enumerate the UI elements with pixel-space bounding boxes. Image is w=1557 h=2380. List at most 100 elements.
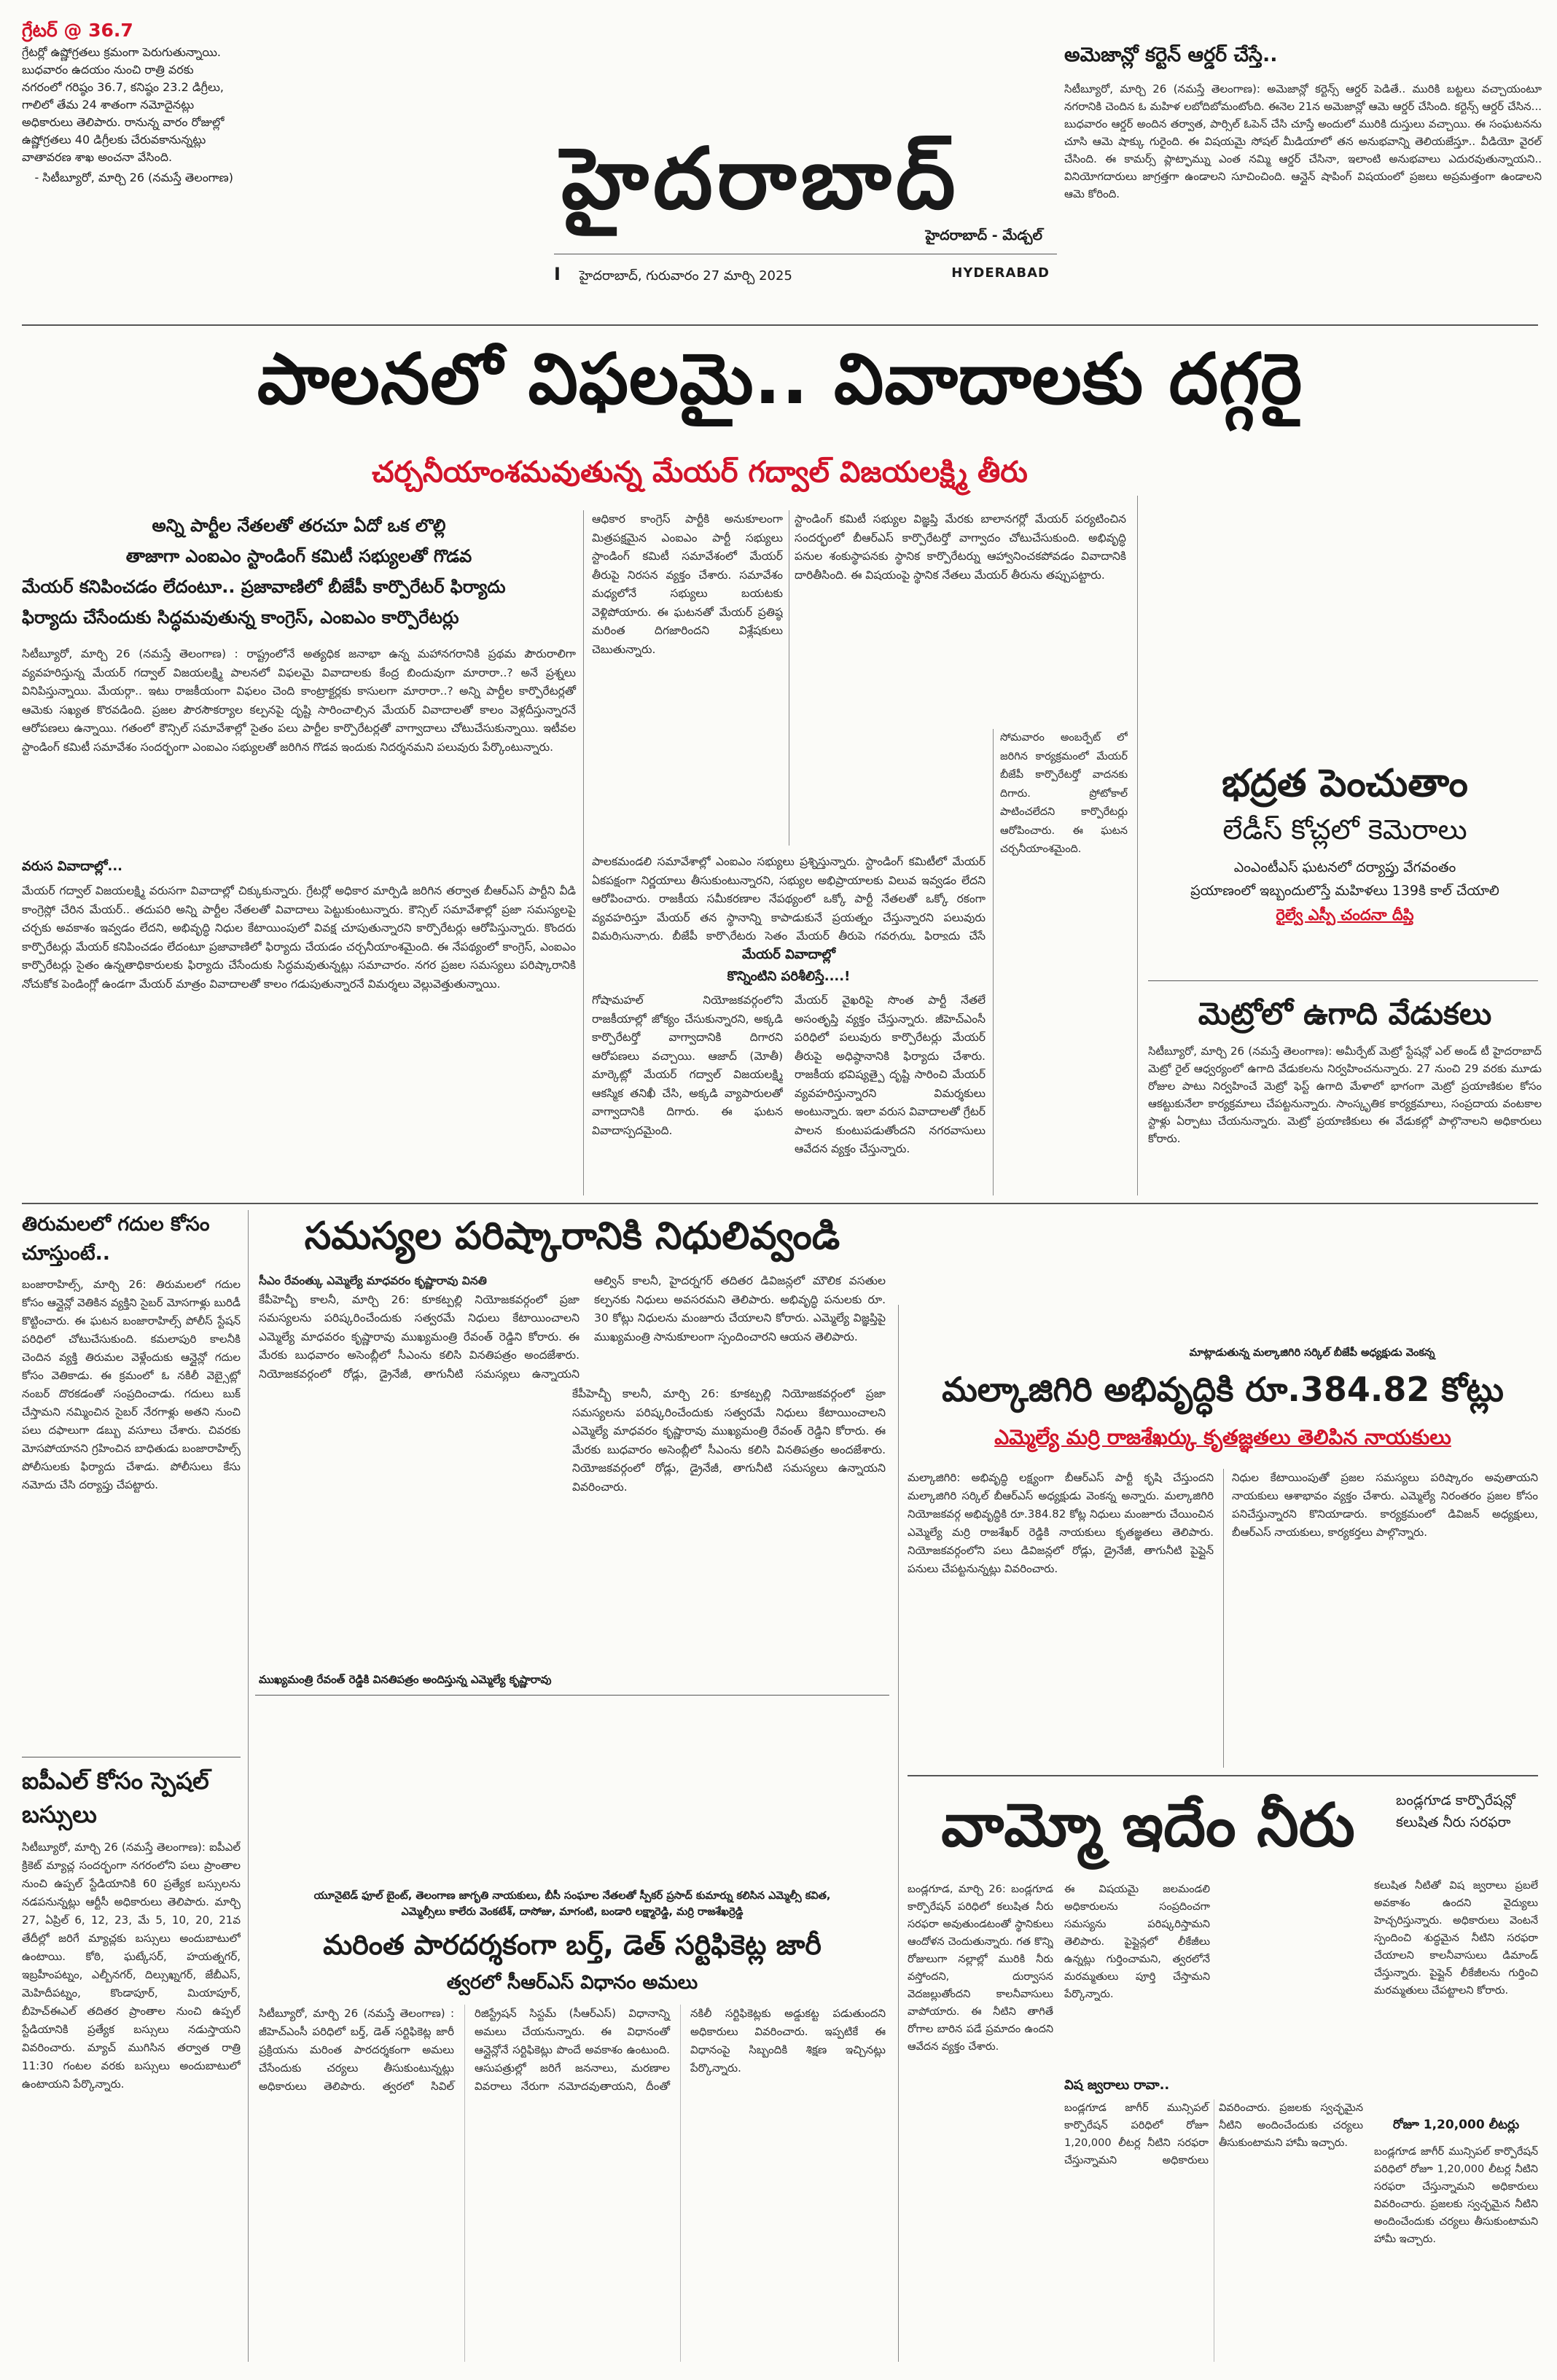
col-rule-3 [993,729,994,1195]
lead-body-6-text: స్టాండింగ్ కమిటీ సభ్యుల విజ్ఞప్తి మేరకు … [795,512,1126,582]
top-divider [22,324,1538,326]
bhadrata-subhead: లేడీస్ కోచ్లలో కెమెరాలు [1222,814,1467,846]
lead-body-3-text: పాలకమండలి సమావేశాల్లో ఎంఐఎం సభ్యులు ప్రశ… [592,855,986,940]
cert-subhead: త్వరలో సీఆర్ఎస్ విధానం అమలు [446,1972,698,1994]
samasya-body-2: ఆల్విన్ కాలనీ, హైదర్నగర్ తదితర డివిజన్లల… [594,1274,886,1343]
water-side: బండ్లగూడ కార్పొరేషన్లో కలుషిత నీరు సరఫరా [1396,1792,1515,1830]
tirumala-headline: తిరుమలలో గదుల కోసం చూస్తుంటే.. [22,1213,210,1265]
cert-body: సిటీబ్యూరో, మార్చి 26 (నమస్తే తెలంగాణ) :… [259,2007,886,2093]
lead-body-3: ఆధికార కాంగ్రెస్ పార్టీకి అనుకూలంగా మిత్… [592,510,783,933]
mid-divider [22,1203,1538,1204]
weather-body: గ్రేటర్లో ఉష్ణోగ్రతలు క్రమంగా పెరుగుతున్… [22,45,225,164]
lead-section-head-2a: మేయర్ వివాదాల్లో [741,947,836,962]
lead-body-4: గోషామహల్ నియోజకవర్గంలోని రాజకీయాల్లో జోక… [592,991,783,1195]
malk-rule [1223,1469,1224,1768]
lead-body-1: సిటీబ్యూరో, మార్చి 26 (నమస్తే తెలంగాణ) :… [22,645,576,857]
lead-section-head-2b: కొన్నింటిని పరిశీలిస్తే....! [727,969,851,984]
bhadrata-story: భద్రత పెంచుతాం లేడీస్ కోచ్లలో కెమెరాలు ఎ… [1148,758,1542,927]
samasya-body-1: కేపీహెచ్బీ కాలనీ, మార్చి 26: కూకట్పల్లి … [259,1292,580,1381]
water-body-1: బండ్లగూడ, మార్చి 26: బండ్లగూడ కార్పొరేషన… [908,1881,1053,2362]
amazon-story: అమెజాన్లో కర్టెన్ ఆర్డర్ చేస్తే.. సిటీబ్… [1064,44,1542,317]
water-body-2: ఈ విషయమై జలమండలి అధికారులను సంప్రదించగా … [1064,1881,1210,2070]
tirumala-story: తిరుమలలో గదుల కోసం చూస్తుంటే.. బంజారాహిల… [22,1210,241,1749]
malk-subhead: ఎమ్మెల్యే మర్రి రాజశేఖర్కు కృతజ్ఞతలు తెల… [994,1425,1451,1449]
lead-deck-3: మేయర్ కనిపించడం లేదంటూ.. ప్రజావాణిలో బీజ… [22,577,506,597]
samasya-deck: సీఎం రేవంత్కు ఎమ్మెల్యే మాధవరం కృష్ణారావ… [259,1274,487,1287]
lead-body-2-text: మేయర్ గద్వాల్ విజయలక్ష్మి వరుసగా వివాదాల… [22,884,576,991]
malk-photo [908,1210,1538,1341]
lead-decks: అన్ని పార్టీల నేతలతో తరచూ ఏదో ఒక లొల్లి … [22,510,576,633]
cert-photo [259,1702,886,1884]
lead-body-8: మేయర్ వైఖరిపై సొంత పార్టీ నేతలే అసంతృప్త… [795,991,986,1195]
samasya-caption: ముఖ్యమంత్రి రేవంత్ రెడ్డికి వినతిపత్రం అ… [259,1673,552,1686]
water-body-4: బండ్లగూడ జాగీర్ మున్సిపల్ కార్పొరేషన్ పర… [1064,2099,1363,2362]
water-photo [1221,1881,1367,2070]
lead-body-6: స్టాండింగ్ కమిటీ సభ్యుల విజ్ఞప్తి మేరకు … [795,510,1126,846]
lead-subhead: చర్చనీయాంశమవుతున్న మేయర్ గద్వాల్ విజయలక్… [372,456,1028,489]
water-section-head: విష జ్వరాలు రావా.. [1064,2077,1170,2093]
water-body-3-text: కలుషిత నీటితో విష జ్వరాలు ప్రబలే అవకాశం … [1374,1880,1538,1997]
masthead-title: హైదరాబాద్ [561,129,960,228]
cert-kicker: యూనైటెడ్ ఫూల్ బైంట్, తెలంగాణ జాగృతి నాయక… [313,1890,831,1918]
bhadrata-deck-3: రైల్వే ఎస్పీ చందనా దీప్తి [1276,906,1414,924]
water-highlight: రోజూ 1,20,000 లీటర్లు [1392,2118,1520,2132]
ipl-body: సిటీబ్యూరో, మార్చి 26 (నమస్తే తెలంగాణ): … [22,1841,241,2091]
lead-deck-2: తాజాగా ఎంఐఎం స్టాండింగ్ కమిటీ సభ్యులతో గ… [125,546,472,566]
lead-body-2: మేయర్ గద్వాల్ విజయలక్ష్మి వరుసగా వివాదాల… [22,882,576,1195]
water-body-5-text: బండ్లగూడ జాగీర్ మున్సిపల్ కార్పొరేషన్ పర… [1374,2146,1538,2245]
bhadrata-headline: భద్రత పెంచుతాం [1222,762,1468,805]
samasya-story-3: కేపీహెచ్బీ కాలనీ, మార్చి 26: కూకట్పల్లి … [572,1385,886,1662]
lead-body-7: సోమవారం అంబర్పేట్ లో జరిగిన కార్యక్రమంలో… [1000,729,1128,1195]
malk-body-2: నిధుల కేటాయింపుతో ప్రజల సమస్యలు పరిష్కార… [1232,1471,1538,1539]
col-rule-4 [1137,496,1138,1195]
lead-body-8-text: మేయర్ వైఖరిపై సొంత పార్టీ నేతలే అసంతృప్త… [795,994,986,1155]
dateline-bar: I హైదరాబాద్, గురువారం 27 మార్చి 2025 HYD… [554,264,1057,289]
page-number: I [554,264,561,284]
tirumala-body: బంజారాహిల్స్, మార్చి 26: తిరుమలలో గదుల క… [22,1278,241,1491]
col-rule-left [248,1210,249,2362]
samasya-rule [255,1695,889,1696]
samasya-story-2: ఆల్విన్ కాలనీ, హైదర్నగర్ తదితర డివిజన్లల… [594,1272,886,1381]
lead-body-4-text: గోషామహల్ నియోజకవర్గంలోని రాజకీయాల్లో జోక… [592,994,783,1137]
samasya-headline: సమస్యల పరిష్కారానికి నిధులివ్వండి [304,1214,840,1258]
water-body-4-text: బండ్లగూడ జాగీర్ మున్సిపల్ కార్పొరేషన్ పర… [1064,2102,1363,2166]
lead-section-head-2: మేయర్ వివాదాల్లో కొన్నింటిని పరిశీలిస్తే… [592,944,986,988]
col-rule-1 [583,510,584,1195]
cert-headline: మరింత పారదర్శకంగా బర్త్, డెత్ సర్టిఫికెట… [323,1929,822,1961]
lead-headline: పాలనలో విఫలమై.. వివాదాలకు దగ్గరై [257,338,1303,420]
weather-box: గ్రేటర్ @ 36.7 గ్రేటర్లో ఉష్ణోగ్రతలు క్ర… [22,21,233,303]
water-body-5: బండ్లగూడ జాగీర్ మున్సిపల్ కార్పొరేషన్ పర… [1374,2143,1538,2362]
malk-headline: మల్కాజిగిరి అభివృద్ధికి రూ.384.82 కోట్లు [942,1370,1504,1409]
metro-headline: మెట్రోలో ఉగాది వేడుకలు [1198,996,1492,1031]
lead-deck-1: అన్ని పార్టీల నేతలతో తరచూ ఏదో ఒక లొల్లి [152,515,446,536]
metro-rule [1148,980,1538,981]
samasya-story: సీఎం రేవంత్కు ఎమ్మెల్యే మాధవరం కృష్ణారావ… [259,1272,580,1381]
amazon-headline: అమెజాన్లో కర్టెన్ ఆర్డర్ చేస్తే.. [1064,44,1278,66]
lead-section-head: వరుస వివాదాల్లో... [22,859,123,874]
samasya-body-1b: కేపీహెచ్బీ కాలనీ, మార్చి 26: కూకట్పల్లి … [572,1387,886,1494]
water-body-2-text: ఈ విషయమై జలమండలి అధికారులను సంప్రదించగా … [1064,1884,1210,2000]
ipl-headline: ఐపీఎల్ కోసం స్పెషల్ బస్సులు [22,1767,209,1828]
lead-body-1-text: సిటీబ్యూరో, మార్చి 26 (నమస్తే తెలంగాణ) :… [22,647,576,754]
metro-story: మెట్రోలో ఉగాది వేడుకలు సిటీబ్యూరో, మార్చ… [1148,991,1542,1147]
masthead: హైదరాబాద్ హైదరాబాద్ - మేడ్చల్ [561,124,1042,292]
col-rule-mid [898,1305,899,2362]
dateline: హైదరాబాద్, గురువారం 27 మార్చి 2025 [579,268,792,284]
ipl-story: ఐపీఎల్ కోసం స్పెషల్ బస్సులు సిటీబ్యూరో, … [22,1764,241,2362]
amazon-body: సిటీబ్యూరో, మార్చి 26 (నమస్తే తెలంగాణ): … [1064,82,1542,200]
lead-body-5-text: ఆధికార కాంగ్రెస్ పార్టీకి అనుకూలంగా మిత్… [592,512,783,656]
lead-body-7-text: సోమవారం అంబర్పేట్ లో జరిగిన కార్యక్రమంలో… [1000,732,1128,855]
metro-body: సిటీబ్యూరో, మార్చి 26 (నమస్తే తెలంగాణ): … [1148,1045,1542,1145]
water-body-3: కలుషిత నీటితో విష జ్వరాలు ప్రబలే అవకాశం … [1374,1877,1538,2110]
lead-body-3b: పాలకమండలి సమావేశాల్లో ఎంఐఎం సభ్యులు ప్రశ… [592,853,986,940]
weather-credit: - సిటీబ్యూరో, మార్చి 26 (నమస్తే తెలంగాణ) [34,171,233,184]
bhadrata-deck-2: ప్రయాణంలో ఇబ్బందులొస్తే మహిళలు 139కి కాల… [1190,883,1499,899]
edition-name: HYDERABAD [951,265,1050,281]
malk-body-1: మల్కాజిగిరి: అభివృద్ధి లక్ష్యంగా బీఆర్ఎస… [908,1471,1214,1575]
bhadrata-deck-1: ఎంఎంటీఎస్ ఘటనలో దర్యాప్తు వేగవంతం [1233,859,1456,875]
water-rule [908,1775,1538,1776]
water-body-1-text: బండ్లగూడ, మార్చి 26: బండ్లగూడ కార్పొరేషన… [908,1884,1053,2053]
samasya-photo [259,1385,558,1658]
malk-kicker: మాట్లాడుతున్న మల్కాజిగిరి సర్కిల్ బీజేపీ… [1189,1347,1435,1359]
masthead-subtitle: హైదరాబాద్ - మేడ్చల్ [925,227,1042,243]
